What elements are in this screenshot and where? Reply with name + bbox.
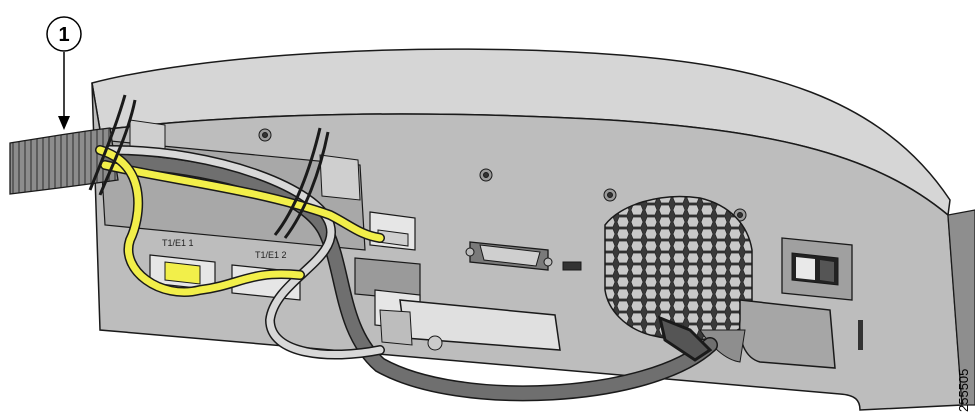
cable-tie-icon — [88, 94, 713, 362]
callout-arrowhead — [58, 116, 70, 130]
console-cable-connector — [379, 299, 561, 351]
t1e1-port-1[interactable] — [149, 254, 216, 291]
face-screws — [258, 128, 747, 222]
port-label-1: T1/E1 1 — [162, 238, 194, 248]
chassis-side-panel — [947, 209, 975, 406]
fan-grille-icon — [604, 195, 753, 341]
cable-conduit — [9, 127, 119, 195]
figure-id: 255505 — [956, 369, 971, 412]
callout-circle — [46, 16, 82, 52]
power-cord-plug — [699, 299, 836, 369]
power-switch-icon[interactable] — [781, 237, 853, 301]
ethernet-port[interactable] — [369, 211, 416, 251]
console-port-icon[interactable] — [465, 241, 582, 271]
port-label-2: T1/E1 2 — [255, 250, 287, 260]
callout-number: 1 — [58, 24, 69, 46]
side-vent — [858, 320, 863, 350]
